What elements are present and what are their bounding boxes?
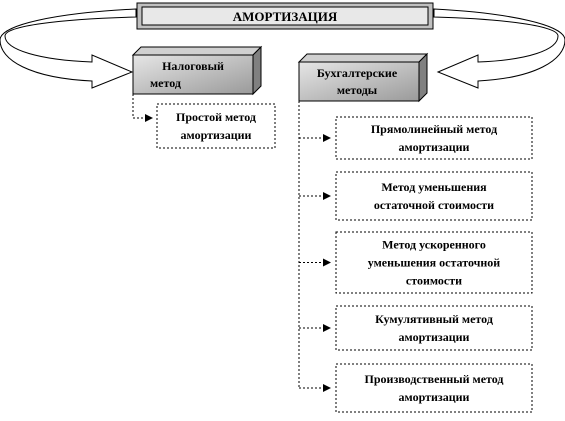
method-label-line: остаточной стоимости [374, 198, 494, 212]
method-label-line: Прямолинейный метод [371, 122, 497, 136]
accounting-method-item: Метод ускоренного уменьшения остаточной ст… [299, 231, 533, 294]
accounting-line1: Бухгалтерские [317, 66, 398, 80]
tax-child-line2: амортизации [181, 128, 252, 142]
accounting-method-item: Прямолинейный метод амортизации [299, 116, 533, 160]
method-box [335, 305, 533, 351]
method-box [335, 231, 533, 294]
tax-method-block: Налоговый метод [131, 45, 263, 96]
method-label-line: амортизации [399, 390, 470, 404]
method-label-line: Метод уменьшения [381, 180, 487, 194]
tax-child-line1: Простой метод [176, 110, 256, 124]
tax-method-line1: Налоговый [162, 59, 224, 73]
method-label-line: Производственный метод [365, 372, 504, 386]
method-box [335, 116, 533, 160]
title-box: АМОРТИЗАЦИЯ [136, 2, 434, 30]
method-box [335, 363, 533, 413]
method-label-line: Кумулятивный метод [375, 312, 493, 326]
accounting-method-item: Метод уменьшения остаточной стоимости [299, 171, 533, 221]
method-box [335, 171, 533, 221]
accounting-method-item: Производственный метод амортизации [299, 363, 533, 413]
title-text: АМОРТИЗАЦИЯ [233, 9, 338, 24]
right-curved-arrow [433, 8, 565, 89]
tax-connector [132, 94, 153, 122]
accounting-methods-block: Бухгалтерские методы [297, 52, 429, 103]
method-label-line: стоимости [406, 274, 462, 288]
tax-child-box: Простой метод амортизации [156, 103, 276, 149]
tax-method-line2: метод [150, 76, 181, 90]
accounting-line2: методы [337, 83, 378, 97]
method-label-line: Метод ускоренного [382, 238, 486, 252]
left-curved-arrow [0, 8, 137, 89]
accounting-method-item: Кумулятивный метод амортизации [299, 305, 533, 351]
method-label-line: уменьшения остаточной [368, 256, 501, 270]
method-label-line: амортизации [399, 140, 470, 154]
method-label-line: амортизации [399, 330, 470, 344]
